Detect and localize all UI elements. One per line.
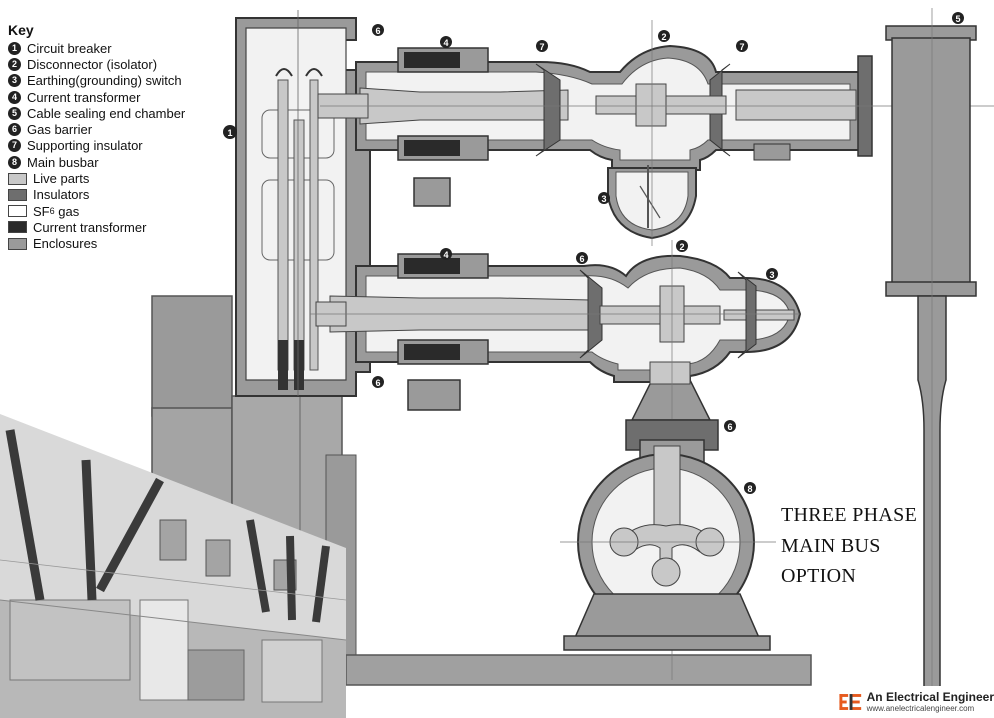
callout-insulator-b: 7 (736, 40, 748, 52)
swatch-ct (8, 221, 27, 234)
callout-ct-mid: 4 (440, 248, 452, 260)
upper-bay (317, 20, 994, 246)
callout-cable-end: 5 (952, 12, 964, 24)
callout-insulator-a: 7 (536, 40, 548, 52)
svg-text:2: 2 (679, 242, 684, 252)
svg-text:8: 8 (747, 484, 752, 494)
cable-sealing-end-chamber (885, 8, 977, 700)
main-busbar (560, 419, 776, 651)
logo-mark-icon (839, 694, 862, 710)
bus-label-line-2: MAIN BUS (781, 535, 881, 557)
svg-text:3: 3 (601, 194, 606, 204)
callout-disconnector-top: 2 (658, 30, 670, 42)
logo-url: www.anelectricalengineer.com (866, 704, 975, 713)
svg-text:4: 4 (443, 250, 448, 260)
circuit-breaker-tank (235, 10, 371, 397)
callout-barrier-b: 6 (576, 252, 588, 264)
svg-text:6: 6 (375, 378, 380, 388)
callout-disconnector-mid: 2 (676, 240, 688, 252)
legend-swatch-insulators: Insulators (8, 187, 223, 203)
callout-breaker: 1 (223, 125, 237, 139)
svg-text:2: 2 (661, 32, 666, 42)
callout-busbar: 8 (744, 482, 756, 494)
svg-text:4: 4 (443, 38, 448, 48)
legend-swatch-current-transformer: Current transformer (8, 219, 223, 235)
callout-markers: 1 2 2 3 3 4 4 5 6 6 6 6 7 7 8 (223, 12, 964, 494)
svg-text:7: 7 (739, 42, 744, 52)
svg-text:5: 5 (955, 14, 960, 24)
swatch-live (8, 172, 27, 185)
callout-ct-top: 4 (440, 36, 452, 48)
bus-label-line-3: OPTION (781, 565, 857, 587)
legend-swatch-enclosures: Enclosures (8, 236, 223, 252)
callout-barrier-d: 6 (724, 420, 736, 432)
callout-barrier-a: 6 (372, 24, 384, 36)
substation-photo (0, 414, 347, 718)
swatch-insulator (8, 188, 27, 201)
svg-text:6: 6 (579, 254, 584, 264)
lower-bay (310, 240, 802, 680)
swatch-enclosure (8, 237, 27, 250)
site-logo: An Electrical Engineer www.anelectricale… (838, 686, 994, 718)
callout-earthing-mid: 3 (766, 268, 778, 280)
legend-swatch-live-parts: Live parts (8, 170, 223, 186)
svg-text:6: 6 (727, 422, 732, 432)
swatch-gas (8, 205, 27, 218)
logo-name: An Electrical Engineer (866, 690, 994, 704)
bus-label-line-1: THREE PHASE (781, 504, 918, 526)
svg-text:1: 1 (227, 128, 232, 138)
callout-earthing-top: 3 (598, 192, 610, 204)
legend-title: Key (8, 22, 34, 38)
svg-text:3: 3 (769, 270, 774, 280)
callout-barrier-c: 6 (372, 376, 384, 388)
svg-text:6: 6 (375, 26, 380, 36)
svg-text:7: 7 (539, 42, 544, 52)
